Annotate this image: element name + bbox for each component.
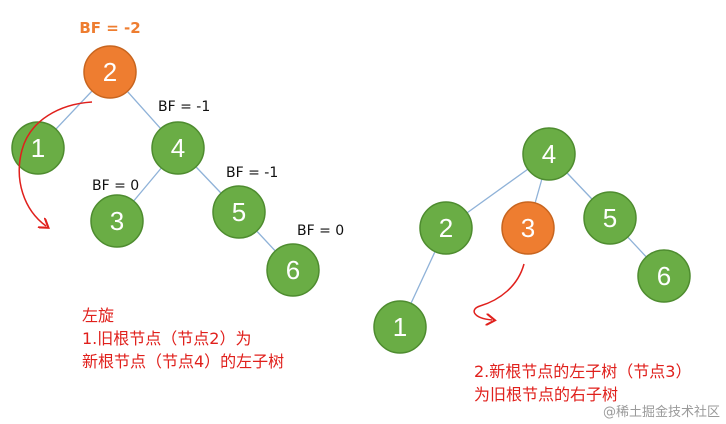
right-node-5-label: 5 [603, 203, 617, 233]
bf-label-node-6: BF = 0 [297, 223, 344, 239]
right-node-3-label: 3 [521, 213, 535, 243]
left-node-1-label: 1 [31, 133, 45, 163]
right-node-2: 2 [419, 201, 473, 255]
left-node-3-label: 3 [110, 206, 124, 236]
bf-label-node-2: BF = -2 [79, 19, 140, 37]
rotation-arrow-icon [18, 101, 93, 226]
left-node-3: 3 [90, 194, 144, 248]
left-node-5: 5 [212, 185, 266, 239]
left-node-6-label: 6 [286, 255, 300, 285]
left-node-2-label: 2 [103, 57, 117, 87]
bf-label-node-5: BF = -1 [226, 165, 278, 181]
rotation-title: 左旋 [82, 306, 115, 325]
right-node-1-label: 1 [393, 312, 407, 342]
left-node-2: 2 [83, 45, 137, 99]
right-node-3: 3 [501, 201, 555, 255]
step2-line1: 2.新根节点的左子树（节点3） [474, 362, 692, 381]
right-node-6-label: 6 [657, 261, 671, 291]
right-node-1: 1 [373, 300, 427, 354]
right-node-4: 4 [522, 127, 576, 181]
left-node-4: 4 [151, 121, 205, 175]
move-subtree-arrow-icon [473, 263, 525, 320]
left-node-1: 1 [11, 121, 65, 175]
right-node-4-label: 4 [542, 139, 556, 169]
step2-line2: 为旧根节点的右子树 [474, 385, 619, 404]
left-node-6: 6 [266, 243, 320, 297]
left-node-5-label: 5 [232, 197, 246, 227]
right-node-5: 5 [583, 191, 637, 245]
watermark: @稀土掘金技术社区 [602, 405, 720, 420]
bf-label-node-3: BF = 0 [92, 178, 139, 194]
right-node-6: 6 [637, 249, 691, 303]
left-node-4-label: 4 [171, 133, 185, 163]
step1-line2: 新根节点（节点4）的左子树 [82, 352, 285, 371]
step1-line1: 1.旧根节点（节点2）为 [82, 329, 252, 348]
right-node-2-label: 2 [439, 213, 453, 243]
bf-label-node-4: BF = -1 [158, 99, 210, 115]
